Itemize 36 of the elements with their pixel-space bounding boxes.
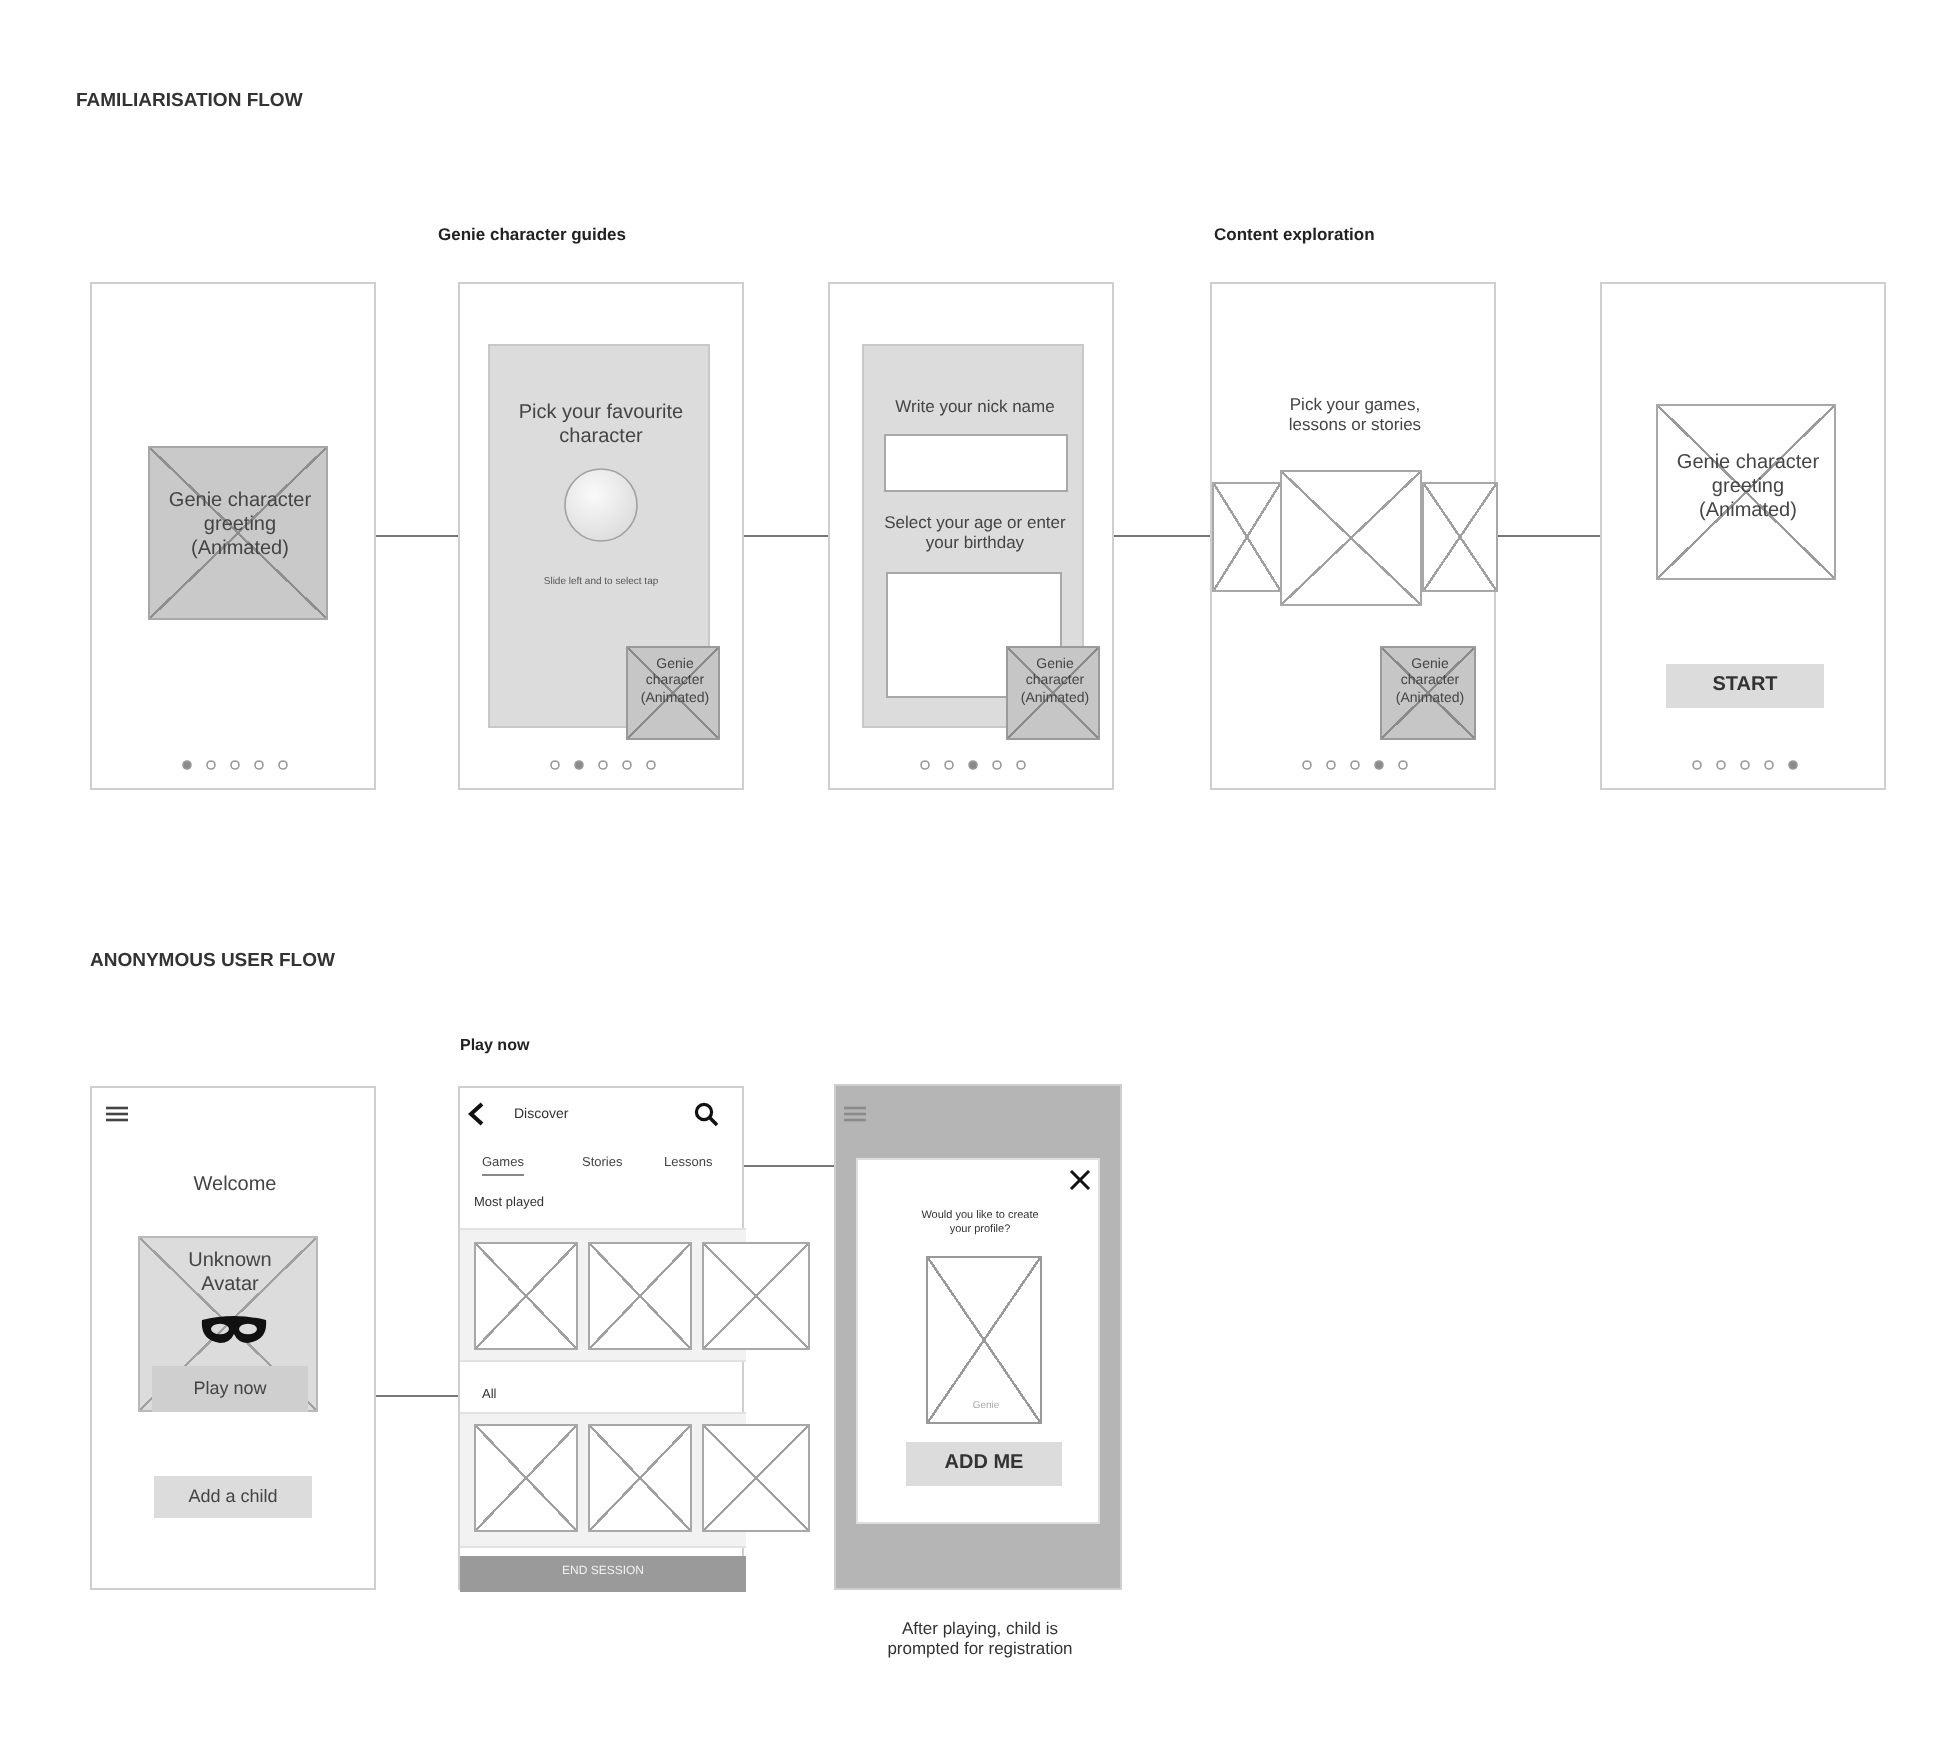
character-overlay [1380,646,1476,740]
phone-screen [90,282,376,790]
prompt-text: Pick your games, lessons or stories [1286,394,1424,435]
play-now-button: Play now [152,1366,308,1412]
welcome-text: Welcome [193,1174,277,1198]
phone-screen [90,1086,376,1590]
character-image [148,446,328,620]
character-overlay [1006,646,1100,740]
prompt-text: Select your age or enter your birthday [882,512,1068,553]
character-image [1656,404,1836,580]
screen-heading: Genie character guides [438,224,627,245]
connector-line [1495,535,1601,537]
caption-text: After playing, child is prompted for registration [885,1618,1075,1659]
image-caption: Genie character greeting (Animated) [166,490,314,562]
connector-line [743,1165,835,1167]
phone-screen [1600,282,1886,790]
screen-heading: Content exploration [1214,224,1375,245]
section-title: FAMILIARISATION FLOW [76,90,303,113]
section-title: ANONYMOUS USER FLOW [90,950,335,973]
screen-heading: Play now [460,1036,530,1056]
start-button: START [1666,664,1824,708]
phone-screen [828,282,1114,790]
character-overlay [626,646,720,740]
connector-line [743,535,829,537]
connector-line [375,535,459,537]
image-caption: Unknown Avatar [186,1250,274,1298]
connector-line [1113,535,1211,537]
prompt-text: Write your nick name [895,396,1055,417]
avatar-image [138,1236,318,1412]
image-caption: Genie character greeting (Animated) [1674,452,1822,524]
dialog-box [856,1158,1100,1524]
character-image [926,1256,1042,1424]
add-child-button: Add a child [154,1476,312,1518]
add-me-button: ADD ME [906,1442,1062,1486]
content-panel [488,344,710,728]
prompt-text: Pick your favourite character [516,402,686,450]
